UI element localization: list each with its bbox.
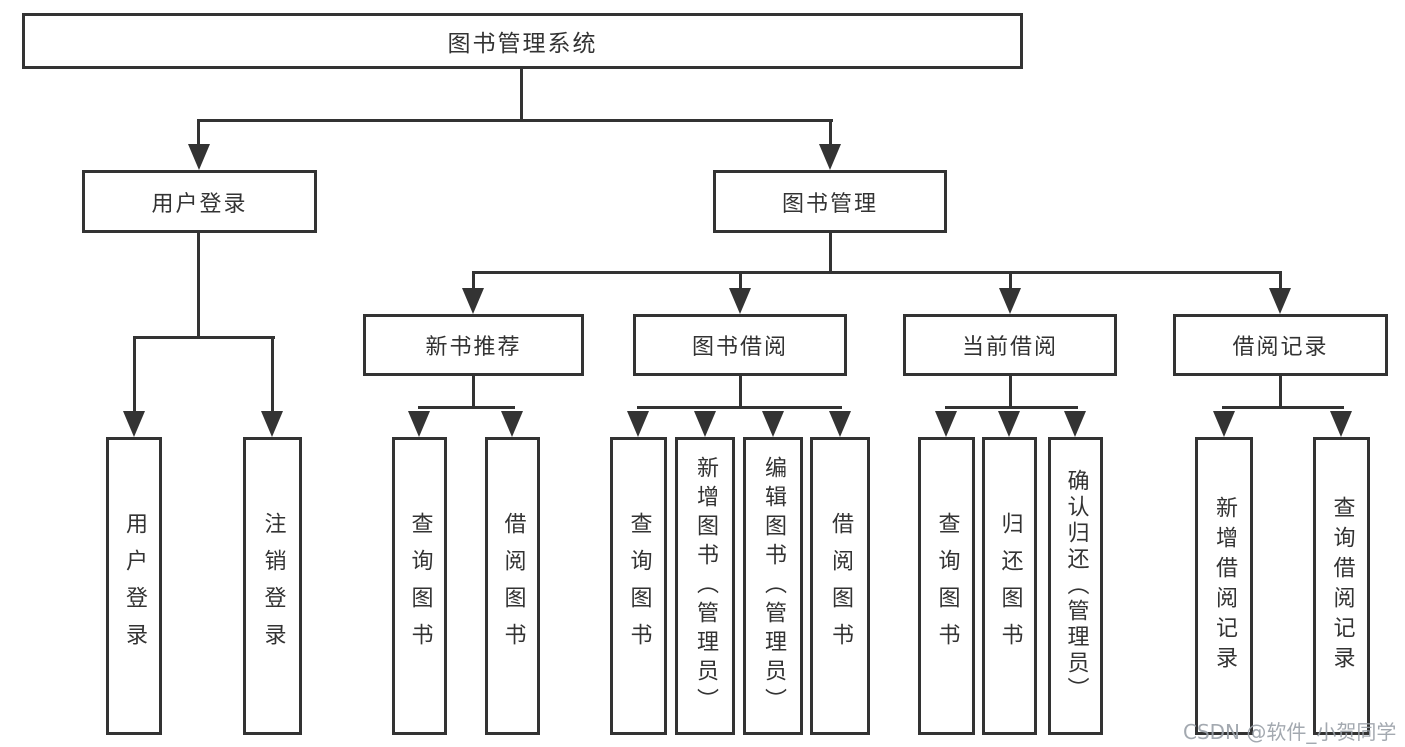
- node-book-management-label: 图书管理: [781, 191, 878, 217]
- leaf-query-borrow-record-label: 查询借阅记录: [1329, 496, 1355, 676]
- connector-borrow-records-stem: [1279, 376, 1282, 408]
- connector-current-borrow-stem: [1009, 376, 1012, 408]
- leaf-add-book-admin: 新增图书（管理员）: [675, 437, 735, 735]
- connector-user-login-stem: [197, 233, 200, 338]
- leaf-edit-book-admin-label: 编辑图书（管理员）: [761, 455, 786, 717]
- connector-user-login-leaf1-drop: [133, 339, 136, 415]
- connector-level3-rail: [472, 271, 1282, 274]
- connector-book-mgmt-stem: [829, 233, 832, 273]
- arrowhead: [1064, 411, 1086, 437]
- leaf-borrow-book-recommend: 借阅图书: [485, 437, 540, 735]
- leaf-logout: 注销登录: [243, 437, 302, 735]
- connector-group3-drop: [1009, 274, 1012, 292]
- connector-level2-rail: [197, 119, 833, 122]
- node-current-borrow-label: 当前借阅: [961, 335, 1058, 360]
- arrowhead: [694, 411, 716, 437]
- arrowhead: [627, 411, 649, 437]
- arrowhead: [1269, 288, 1291, 314]
- node-user-login-label: 用户登录: [151, 191, 248, 217]
- connector-new-book-stem: [472, 376, 475, 408]
- node-current-borrow: 当前借阅: [903, 314, 1117, 376]
- leaf-query-book-recommend: 查询图书: [392, 437, 447, 735]
- leaf-add-borrow-record-label: 新增借阅记录: [1212, 496, 1237, 676]
- leaf-borrow-book-label: 借阅图书: [828, 512, 853, 660]
- leaf-borrow-book: 借阅图书: [810, 437, 870, 735]
- arrowhead: [762, 411, 784, 437]
- connector-user-login-rail: [133, 336, 275, 339]
- leaf-borrow-book-recommend-label: 借阅图书: [500, 512, 526, 660]
- connector-book-borrow-rail: [637, 406, 842, 409]
- node-root: 图书管理系统: [22, 13, 1023, 69]
- leaf-query-book-borrow-label: 查询图书: [626, 512, 652, 660]
- arrowhead: [261, 411, 283, 437]
- node-new-book-recommend: 新书推荐: [363, 314, 584, 376]
- arrowhead: [999, 288, 1021, 314]
- leaf-add-book-admin-label: 新增图书（管理员）: [693, 455, 718, 717]
- leaf-confirm-return-admin: 确认归还（管理员）: [1048, 437, 1103, 735]
- leaf-user-login: 用户登录: [106, 437, 162, 735]
- connector-group4-drop: [1279, 274, 1282, 292]
- arrowhead: [462, 288, 484, 314]
- node-book-management: 图书管理: [713, 170, 947, 233]
- connector-book-mgmt-drop: [829, 122, 832, 148]
- leaf-query-borrow-record: 查询借阅记录: [1313, 437, 1370, 735]
- node-book-borrow-label: 图书借阅: [691, 335, 788, 360]
- leaf-query-book-current: 查询图书: [918, 437, 975, 735]
- arrowhead: [829, 411, 851, 437]
- arrowhead: [729, 288, 751, 314]
- connector-borrow-records-rail: [1222, 406, 1344, 409]
- leaf-logout-label: 注销登录: [260, 512, 286, 660]
- arrowhead: [1213, 411, 1235, 437]
- leaf-query-book-recommend-label: 查询图书: [407, 512, 433, 660]
- connector-group1-drop: [472, 274, 475, 292]
- leaf-query-book-current-label: 查询图书: [934, 512, 960, 660]
- arrowhead: [819, 144, 841, 170]
- arrowhead: [501, 411, 523, 437]
- connector-user-login-leaf2-drop: [271, 339, 274, 415]
- leaf-query-book-borrow: 查询图书: [610, 437, 667, 735]
- arrowhead: [1330, 411, 1352, 437]
- leaf-user-login-label: 用户登录: [122, 512, 147, 660]
- leaf-edit-book-admin: 编辑图书（管理员）: [743, 437, 803, 735]
- leaf-confirm-return-admin-label: 确认归还（管理员）: [1063, 469, 1089, 703]
- connector-root-stem: [520, 69, 523, 119]
- connector-book-borrow-stem: [739, 376, 742, 408]
- node-borrow-records-label: 借阅记录: [1232, 335, 1329, 360]
- connector-new-book-rail: [418, 406, 515, 409]
- arrowhead: [123, 411, 145, 437]
- arrowhead: [188, 144, 210, 170]
- arrowhead: [935, 411, 957, 437]
- node-root-label: 图书管理系统: [447, 31, 598, 57]
- node-new-book-recommend-label: 新书推荐: [425, 335, 522, 360]
- connector-current-borrow-rail: [945, 406, 1078, 409]
- node-book-borrow: 图书借阅: [633, 314, 847, 376]
- arrowhead: [998, 411, 1020, 437]
- csdn-watermark: CSDN @软件_小贺同学: [1183, 720, 1397, 744]
- node-user-login: 用户登录: [82, 170, 317, 233]
- arrowhead: [408, 411, 430, 437]
- connector-group2-drop: [739, 274, 742, 292]
- connector-user-login-drop: [197, 122, 200, 148]
- node-borrow-records: 借阅记录: [1173, 314, 1388, 376]
- leaf-return-book: 归还图书: [982, 437, 1037, 735]
- leaf-add-borrow-record: 新增借阅记录: [1195, 437, 1253, 735]
- leaf-return-book-label: 归还图书: [997, 512, 1023, 660]
